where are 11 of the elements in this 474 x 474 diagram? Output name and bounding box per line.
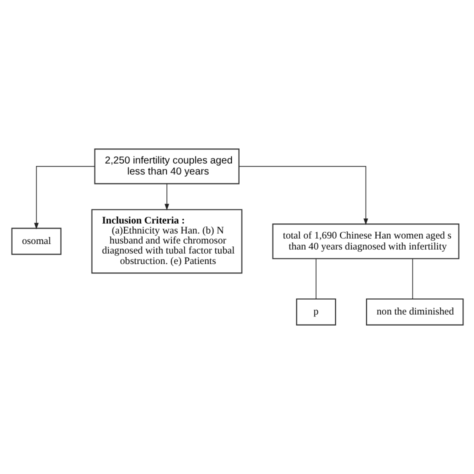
arrow: [238, 166, 368, 226]
node-box: 2,250 infertility couples aged less than 40 years: [94, 148, 239, 184]
connector: [412, 258, 413, 300]
arrow: [164, 183, 169, 210]
arrow: [34, 166, 95, 230]
node-box: non the diminished: [365, 298, 464, 326]
node-box: total of 1,690 Chinese Han women aged s than 40 years diagnosed with infertility: [272, 223, 459, 260]
node-box: p: [296, 298, 336, 326]
node-box: Inclusion Criteria : (a)Ethnicity was Han. (b) N husband and wife chromosor diagnosed with tubal factor tubal obstruction. (e) Patients: [90, 209, 242, 274]
connector: [315, 258, 316, 300]
node-box: osomal: [10, 228, 61, 255]
